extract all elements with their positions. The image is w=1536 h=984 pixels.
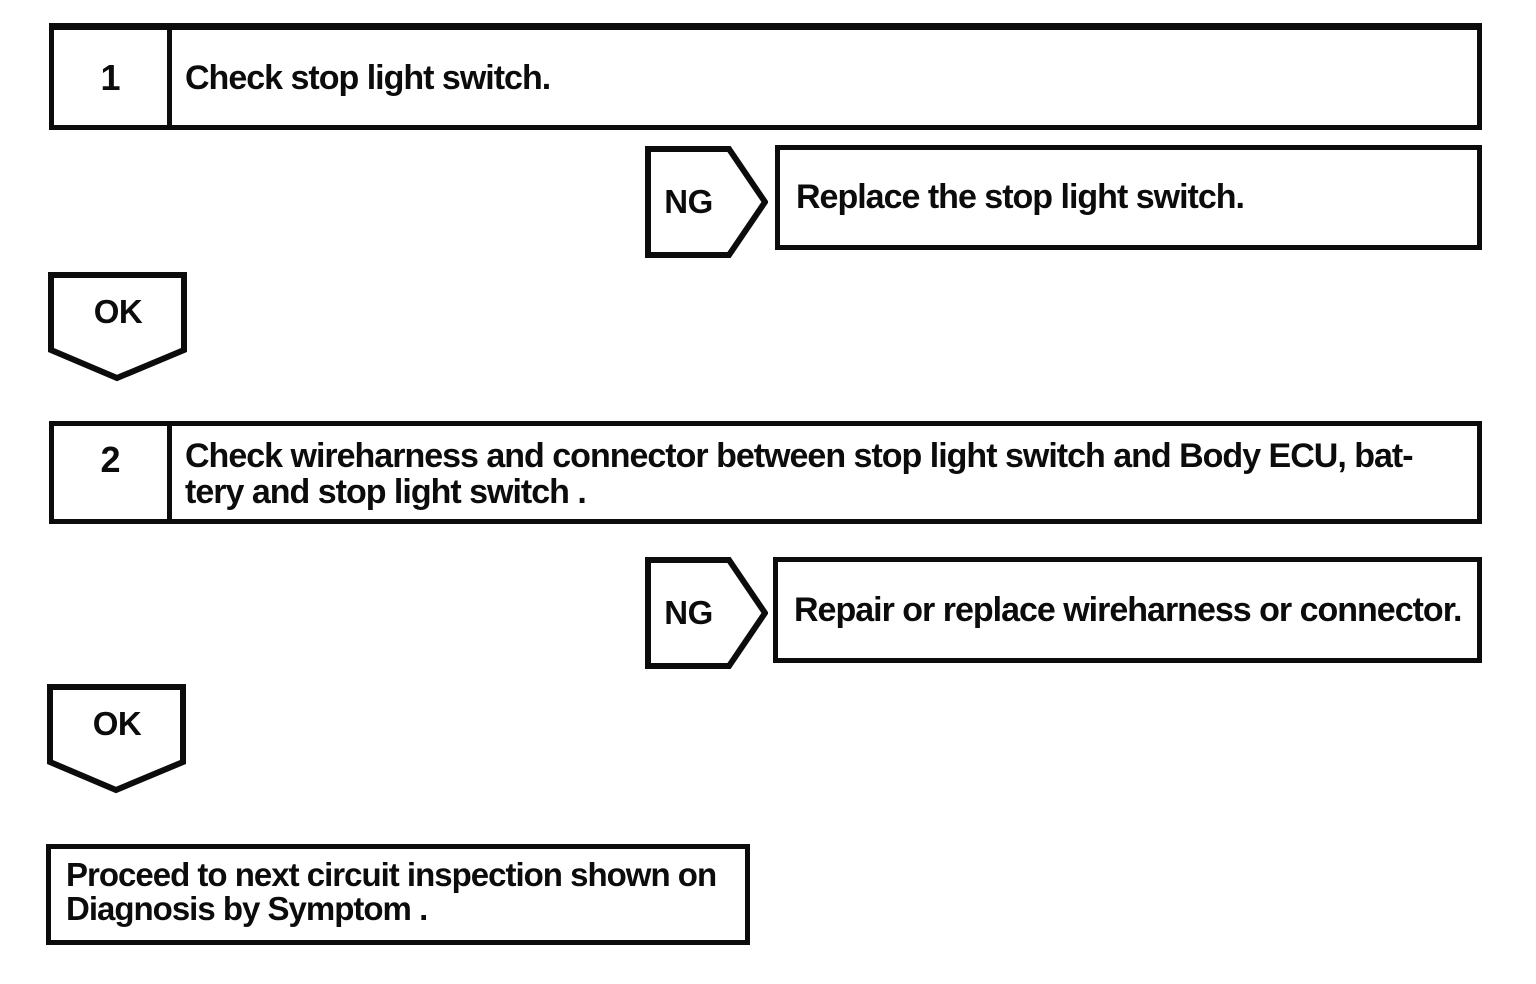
ng-action-text: Repair or replace wireharness or connect…	[794, 590, 1462, 629]
step-2-instruction: Check wireharness and connector between …	[172, 426, 1477, 519]
step-1-instruction: Check stop light switch.	[172, 30, 1477, 125]
ng-label: NG	[664, 183, 713, 220]
step-number-text: 1	[100, 56, 121, 98]
ng-action-box-1: Replace the stop light switch.	[775, 145, 1482, 250]
instruction-line: Check stop light switch.	[185, 58, 551, 97]
ok-arrow-icon	[47, 684, 186, 794]
step-number-text: 2	[100, 439, 121, 480]
ng-arrow-icon	[645, 557, 768, 669]
ok-arrow-icon	[48, 272, 187, 382]
ng-action-text: Replace the stop light switch.	[796, 178, 1245, 216]
step-1-number: 1	[54, 30, 172, 125]
step-2-number: 2	[54, 426, 172, 519]
ok-connector-1: OK	[48, 272, 188, 382]
ng-arrow-icon	[645, 146, 768, 258]
instruction-line: Check wireharness and connector between …	[185, 437, 1414, 475]
ok-label: OK	[93, 293, 143, 330]
ng-action-box-2: Repair or replace wireharness or connect…	[773, 557, 1482, 663]
ng-connector-1: NG	[645, 146, 768, 258]
ok-label: OK	[92, 705, 142, 742]
step-1-box: 1 Check stop light switch.	[49, 23, 1482, 130]
ok-connector-2: OK	[47, 684, 187, 794]
conclusion-box: Proceed to next circuit inspection shown…	[46, 844, 750, 945]
ng-label: NG	[664, 594, 713, 631]
instruction-line: tery and stop light switch .	[185, 473, 587, 511]
ng-connector-2: NG	[645, 557, 768, 669]
conclusion-line: Diagnosis by Symptom .	[66, 890, 428, 927]
conclusion-line: Proceed to next circuit inspection shown…	[66, 856, 717, 893]
step-2-box: 2 Check wireharness and connector betwee…	[49, 421, 1482, 524]
